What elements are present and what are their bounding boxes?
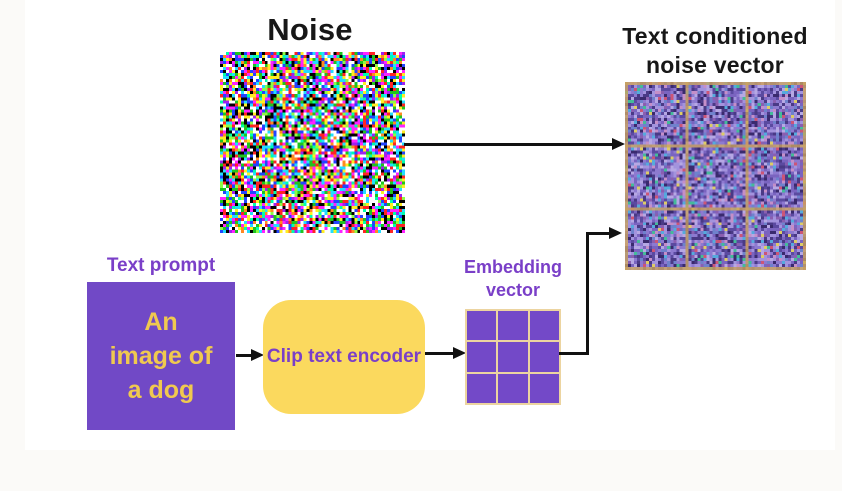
embedding-cell xyxy=(498,311,528,341)
text-prompt-box: An image of a dog xyxy=(87,282,235,430)
prompt-to-encoder-arrow-line xyxy=(236,353,254,357)
embedding-cell xyxy=(498,373,528,403)
conditioned-noise-title-line2: noise vector xyxy=(646,52,784,78)
embedding-vector-grid xyxy=(465,309,561,405)
embedding-vector-label: Embedding vector xyxy=(446,256,580,302)
embedding-cell xyxy=(529,373,559,403)
prompt-to-encoder-arrowhead-icon xyxy=(251,348,264,361)
embedding-to-conditioned-arrowhead-icon xyxy=(609,226,622,239)
embedding-cell xyxy=(529,342,559,372)
text-prompt-label: Text prompt xyxy=(106,255,216,276)
clip-text-encoder-label: Clip text encoder xyxy=(266,346,422,367)
embedding-cell xyxy=(467,311,497,341)
encoder-to-embedding-arrow-line xyxy=(425,351,456,355)
noise-image xyxy=(220,52,405,233)
noise-title: Noise xyxy=(267,12,353,47)
conditioned-noise-title-line1: Text conditioned xyxy=(622,23,808,49)
prompt-text-line1: An xyxy=(144,308,178,336)
prompt-text-line3: a dog xyxy=(127,376,195,404)
encoder-to-embedding-arrowhead-icon xyxy=(453,346,466,359)
embedding-cell xyxy=(529,311,559,341)
noise-to-conditioned-arrow-line xyxy=(404,142,614,146)
text-conditioned-noise-image xyxy=(625,82,806,270)
embedding-to-conditioned-arrow-top-segment xyxy=(585,231,612,235)
noise-to-conditioned-arrowhead-icon xyxy=(612,137,625,150)
embedding-cell xyxy=(498,342,528,372)
embedding-vector-label-line1: Embedding xyxy=(464,257,562,277)
embedding-cell xyxy=(467,373,497,403)
embedding-vector-label-line2: vector xyxy=(485,280,541,300)
prompt-text-line2: image of xyxy=(109,342,213,370)
embedding-cell xyxy=(467,342,497,372)
embedding-to-conditioned-arrow-bottom-segment xyxy=(559,351,589,355)
clip-text-encoder-box: Clip text encoder xyxy=(263,300,425,414)
embedding-to-conditioned-arrow-vertical-segment xyxy=(585,231,589,355)
conditioned-noise-title: Text conditioned noise vector xyxy=(598,22,832,80)
